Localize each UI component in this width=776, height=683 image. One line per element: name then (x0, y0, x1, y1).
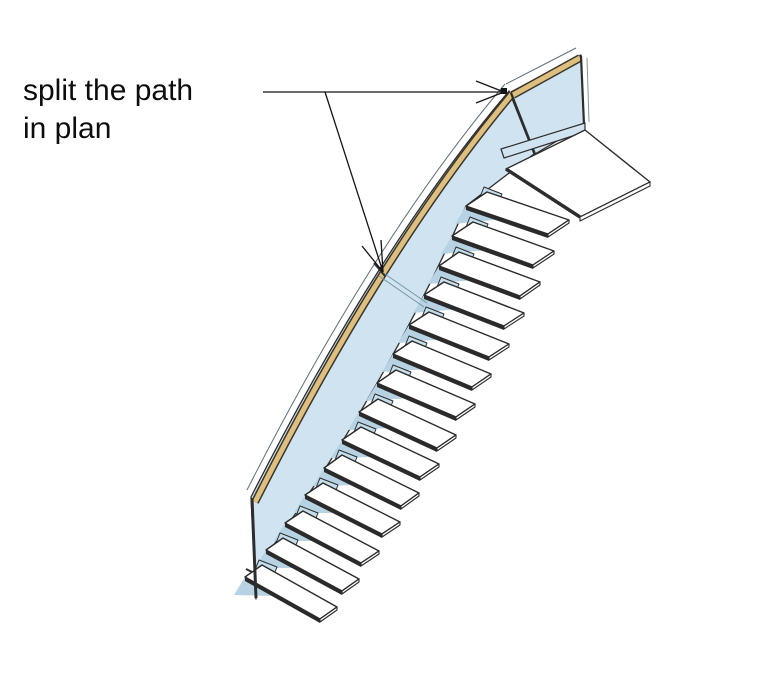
glass-left-edge (250, 497, 258, 599)
annotation-line-1: split the path (23, 74, 194, 107)
split-joint-line (378, 275, 425, 308)
leader-arrowhead-barb (475, 80, 505, 93)
annotation-line-2: in plan (23, 112, 112, 145)
tread-front-face (466, 206, 548, 238)
tread-front-face (393, 354, 472, 391)
leader-line-diagonal (324, 91, 384, 273)
glass-top-edge-line-landing (505, 47, 577, 85)
tread-front-face (245, 577, 320, 623)
tread-front-face (439, 266, 520, 300)
glass-right-edge (579, 55, 586, 126)
tread-shadow (441, 236, 488, 254)
glass-top-edge-line (246, 83, 506, 491)
landing-slab-side (579, 181, 651, 222)
tread-front-face (409, 325, 489, 361)
tread-front-face (266, 550, 342, 595)
handrail (252, 92, 514, 504)
tread-front-face (324, 468, 401, 510)
leader-arrowhead-barb (361, 245, 384, 273)
tread-shadow (413, 295, 460, 313)
split-joint-line (381, 271, 428, 304)
tread-front-face (285, 523, 361, 567)
tread-front-face (305, 495, 382, 538)
bottom-tick (245, 568, 253, 573)
tread-front-face (377, 383, 456, 421)
tread-front-face (359, 412, 437, 452)
handrail-landing (511, 55, 582, 98)
glass-right-edge-inner (586, 57, 590, 123)
annotation-text: split the path in plan (23, 72, 193, 148)
split-tick (373, 262, 386, 277)
tread-front-face (452, 236, 533, 269)
glass-top-band-landing (507, 49, 579, 89)
leader-arrowhead-barb (475, 91, 505, 104)
tread-shadow (455, 206, 503, 224)
glass-top-band (247, 85, 509, 494)
leader-arrowhead-barb (380, 239, 384, 273)
tread-front-face (342, 440, 420, 481)
split-node-marker (501, 88, 507, 94)
landing-slab-front-edge (505, 167, 581, 219)
tread-front-face (424, 295, 504, 330)
